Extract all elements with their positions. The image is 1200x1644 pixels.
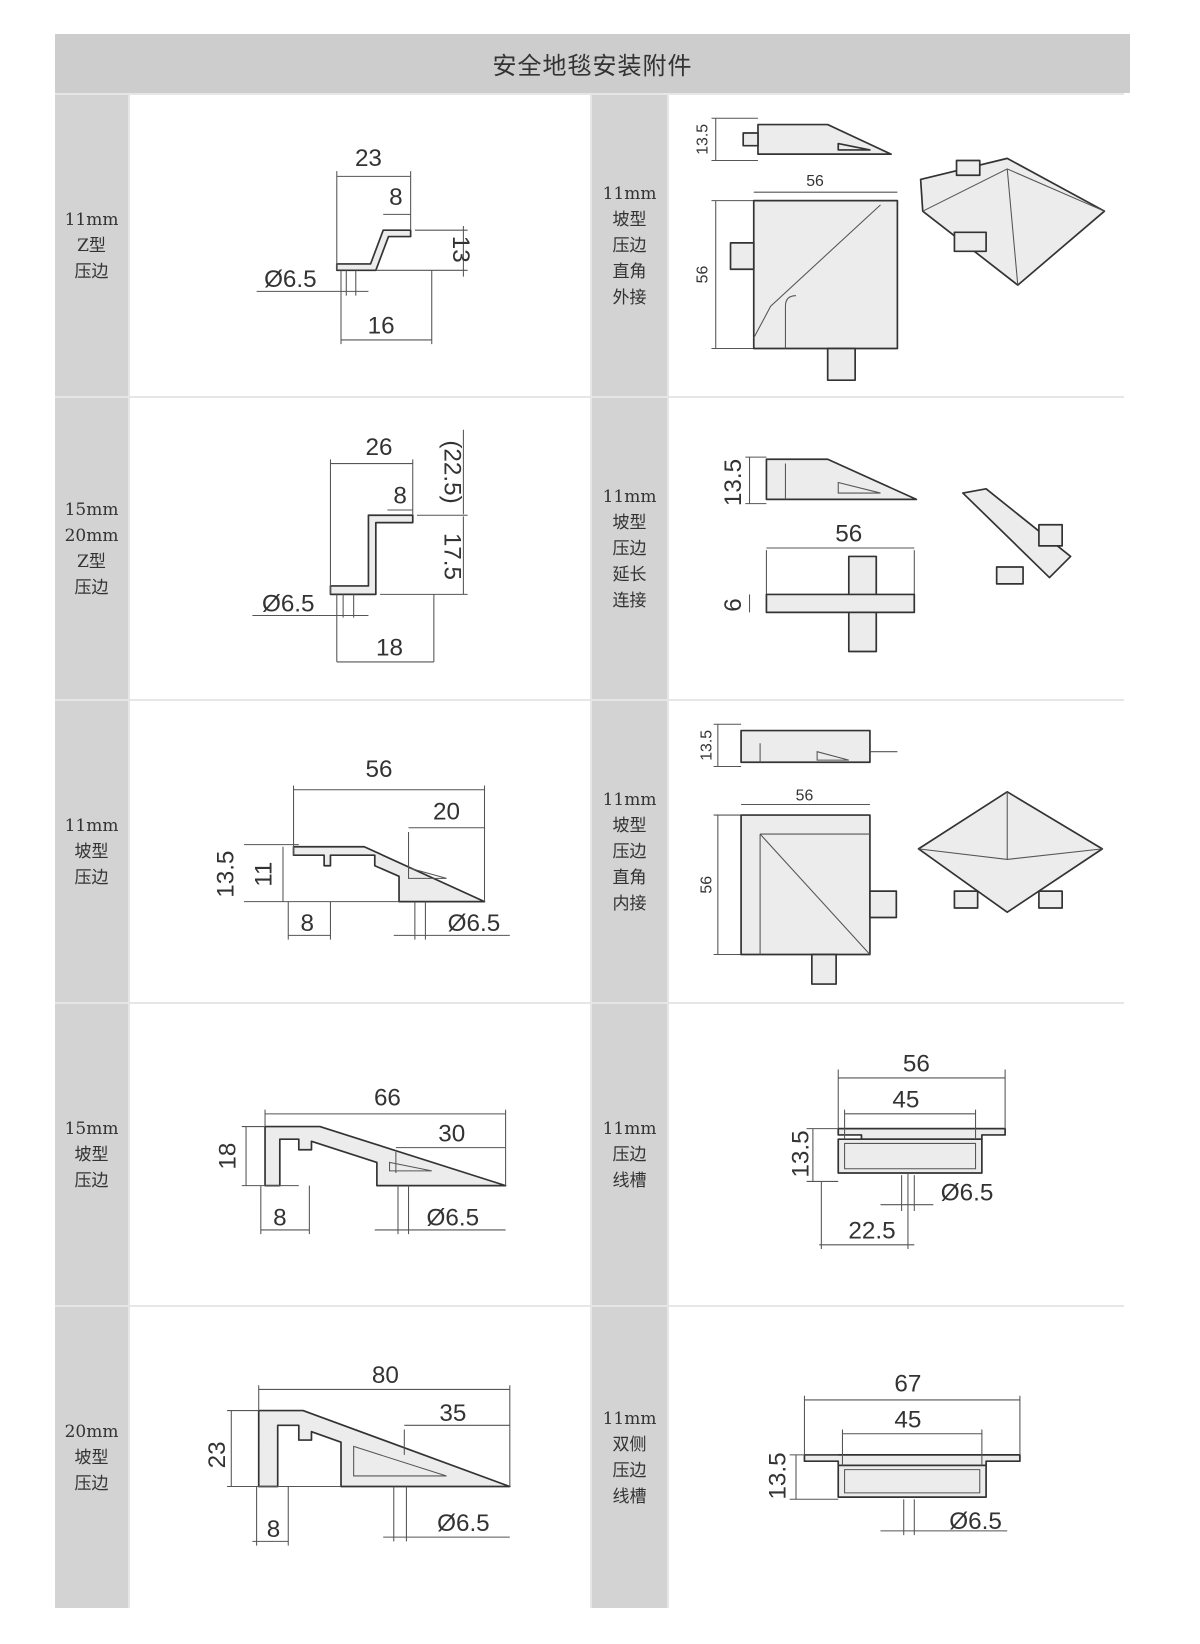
dimension-label: 18 (376, 635, 403, 662)
ramp-outer-corner-drawing: 13.5 56 56 (669, 95, 1130, 396)
dimension-label: Ø6.5 (437, 1510, 490, 1537)
item-label: 11mm Z型 压边 (55, 95, 128, 396)
item-label: 20mm 坡型 压边 (55, 1307, 128, 1608)
dimension-label: 8 (389, 184, 403, 211)
dimension-label: 13.5 (764, 1452, 791, 1499)
dimension-label: 26 (365, 434, 392, 461)
dimension-label: 23 (204, 1441, 231, 1468)
dimension-label: 16 (368, 313, 395, 340)
dimension-label: 80 (372, 1362, 399, 1389)
dimension-label: 23 (355, 145, 382, 172)
dimension-label: (22.5) (438, 440, 465, 503)
dimension-label: 56 (365, 756, 392, 783)
dimension-label: 56 (835, 521, 862, 548)
dimension-label: 56 (796, 787, 814, 804)
dimension-label: 30 (438, 1120, 465, 1147)
dimension-label: 13 (447, 236, 474, 263)
z-edge-11mm-drawing: 23 8 13 Ø6.5 16 (130, 95, 590, 396)
dimension-label: 45 (894, 1406, 921, 1433)
wire-channel-11mm-drawing: 56 45 13.5 Ø6.5 22.5 (669, 1004, 1130, 1305)
ramp-edge-11mm-drawing: 56 20 13.5 11 8 Ø6.5 (130, 701, 590, 1002)
dimension-label: 22.5 (848, 1217, 895, 1244)
dimension-label: 45 (892, 1087, 919, 1114)
double-side-wire-channel-drawing: 67 45 13.5 Ø6.5 (669, 1307, 1130, 1608)
accessory-spec-table: 安全地毯安装附件 11mm Z型 压边 23 8 13 Ø6.5 16 11mm… (55, 34, 1130, 1608)
page-title: 安全地毯安装附件 (55, 34, 1130, 93)
dimension-label: 13.5 (720, 459, 747, 506)
dimension-label: Ø6.5 (949, 1508, 1002, 1535)
dimension-label: 35 (439, 1400, 466, 1427)
dimension-label: 11 (250, 862, 277, 887)
dimension-label: 13.5 (699, 730, 716, 761)
ramp-extension-connector-drawing: 13.5 56 6 (669, 398, 1130, 699)
dimension-label: 6 (720, 598, 747, 612)
dimension-label: 8 (273, 1205, 287, 1232)
item-label: 11mm 坡型 压边 直角 外接 (592, 95, 667, 396)
ramp-edge-20mm-drawing: 80 35 23 8 Ø6.5 (130, 1307, 590, 1608)
item-label: 11mm 坡型 压边 (55, 701, 128, 1002)
dimension-label: 8 (393, 483, 407, 510)
item-label: 11mm 坡型 压边 延长 连接 (592, 398, 667, 699)
dimension-label: 56 (699, 876, 716, 894)
item-label: 15mm 坡型 压边 (55, 1004, 128, 1305)
dimension-label: 56 (694, 266, 711, 284)
item-label: 11mm 双侧 压边 线槽 (592, 1307, 667, 1608)
dimension-label: 13.5 (694, 124, 711, 155)
ramp-inner-corner-drawing: 13.5 56 56 (669, 701, 1130, 1002)
dimension-label: 8 (267, 1516, 281, 1543)
ramp-edge-15mm-drawing: 66 30 18 8 Ø6.5 (130, 1004, 590, 1305)
dimension-label: 66 (374, 1084, 401, 1111)
dimension-label: 13.5 (788, 1130, 815, 1177)
dimension-label: Ø6.5 (448, 910, 501, 937)
z-edge-15-20mm-drawing: 26 8 (22.5) 17.5 Ø6.5 18 (130, 398, 590, 699)
dimension-label: 67 (894, 1370, 921, 1397)
dimension-label: Ø6.5 (264, 266, 317, 293)
dimension-label: Ø6.5 (427, 1205, 480, 1232)
item-label: 11mm 压边 线槽 (592, 1004, 667, 1305)
dimension-label: 18 (215, 1143, 242, 1170)
dimension-label: 8 (300, 910, 314, 937)
dimension-label: 56 (903, 1051, 930, 1078)
dimension-label: Ø6.5 (262, 590, 315, 617)
dimension-label: 56 (806, 173, 824, 190)
dimension-label: 13.5 (212, 851, 239, 898)
item-label: 15mm 20mm Z型 压边 (55, 398, 128, 699)
dimension-label: 20 (433, 798, 460, 825)
dimension-label: Ø6.5 (941, 1179, 994, 1206)
item-label: 11mm 坡型 压边 直角 内接 (592, 701, 667, 1002)
dimension-label: 17.5 (438, 533, 465, 580)
